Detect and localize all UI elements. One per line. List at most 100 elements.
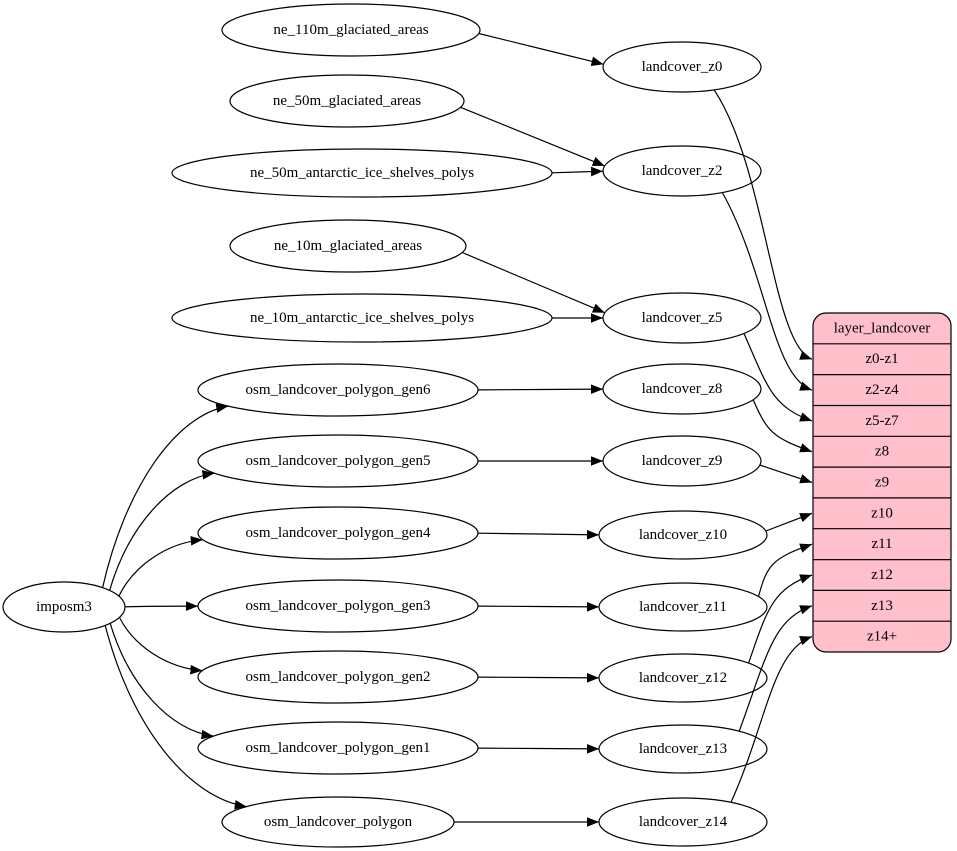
node-osm_landcover_polygon_gen1: osm_landcover_polygon_gen1 <box>197 721 479 775</box>
node-osm_landcover_polygon_gen6: osm_landcover_polygon_gen6 <box>197 363 479 417</box>
node-label-landcover_z10: landcover_z10 <box>639 527 727 543</box>
node-label-landcover_z8: landcover_z8 <box>642 381 723 397</box>
node-ne_10m_antarctic_ice_shelves_polys: ne_10m_antarctic_ice_shelves_polys <box>171 293 553 343</box>
table-title: layer_landcover <box>834 320 931 336</box>
edge-landcover_z10-to-z10 <box>765 512 813 532</box>
node-osm_landcover_polygon_gen5: osm_landcover_polygon_gen5 <box>197 434 479 488</box>
table-row-z11: z11 <box>871 536 892 552</box>
nodes-layer: imposm3 ne_110m_glaciated_areas ne_50m_gla… <box>2 3 768 848</box>
node-landcover_z5: landcover_z5 <box>602 292 762 344</box>
node-ellipse <box>197 506 479 560</box>
node-landcover_z2: landcover_z2 <box>602 145 762 197</box>
node-ellipse <box>602 145 762 197</box>
edge-osm_landcover_polygon_gen3-to-landcover_z11 <box>477 602 600 612</box>
edge-landcover_z14-to-z14+ <box>730 636 813 803</box>
edge-imposm3-to-osm_landcover_polygon_gen4 <box>118 535 203 597</box>
edge-ne_50m_antarctic_ice_shelves_polys-to-landcover_z2 <box>551 166 604 177</box>
edge-ne_10m_glaciated_areas-to-landcover_z5 <box>461 251 606 314</box>
node-ne_110m_glaciated_areas: ne_110m_glaciated_areas <box>221 3 481 57</box>
node-landcover_z0: landcover_z0 <box>602 41 762 93</box>
node-label-osm_landcover_polygon_gen2: osm_landcover_polygon_gen2 <box>246 669 431 685</box>
node-ellipse <box>197 363 479 417</box>
edge-osm_landcover_polygon_gen6-to-landcover_z8 <box>477 384 604 394</box>
node-ellipse <box>598 724 768 774</box>
node-label-landcover_z0: landcover_z0 <box>642 59 723 75</box>
table-row-z2-z4: z2-z4 <box>865 382 899 398</box>
edge-imposm3-to-osm_landcover_polygon_gen3 <box>124 601 199 611</box>
node-label-landcover_z9: landcover_z9 <box>642 453 723 469</box>
node-label-ne_50m_glaciated_areas: ne_50m_glaciated_areas <box>273 93 421 109</box>
node-ellipse <box>598 510 768 560</box>
node-ellipse <box>598 653 768 703</box>
node-osm_landcover_polygon_gen2: osm_landcover_polygon_gen2 <box>197 650 479 704</box>
edge-osm_landcover_polygon_gen1-to-landcover_z13 <box>477 744 600 754</box>
node-label-osm_landcover_polygon: osm_landcover_polygon <box>264 814 413 830</box>
node-landcover_z12: landcover_z12 <box>598 653 768 703</box>
node-ne_50m_antarctic_ice_shelves_polys: ne_50m_antarctic_ice_shelves_polys <box>171 148 553 198</box>
node-label-landcover_z5: landcover_z5 <box>642 310 723 326</box>
node-label-osm_landcover_polygon_gen4: osm_landcover_polygon_gen4 <box>246 525 431 541</box>
edge-ne_50m_glaciated_areas-to-landcover_z2 <box>460 106 605 167</box>
edge-imposm3-to-osm_landcover_polygon <box>104 625 247 810</box>
node-label-imposm3: imposm3 <box>36 599 92 615</box>
table-row-z5-z7: z5-z7 <box>865 413 899 429</box>
node-label-ne_50m_antarctic_ice_shelves_polys: ne_50m_antarctic_ice_shelves_polys <box>250 165 474 181</box>
table-layer_landcover: layer_landcoverz0-z1z2-z4z5-z7z8z9z10z11… <box>812 312 952 653</box>
node-ellipse <box>197 721 479 775</box>
node-landcover_z14: landcover_z14 <box>598 797 768 847</box>
node-label-ne_10m_glaciated_areas: ne_10m_glaciated_areas <box>274 238 422 254</box>
edge-landcover_z5-to-z5-z7 <box>743 333 813 422</box>
edge-osm_landcover_polygon_gen4-to-landcover_z10 <box>477 529 600 540</box>
edge-imposm3-to-osm_landcover_polygon_gen5 <box>109 470 215 591</box>
node-landcover_z9: landcover_z9 <box>602 435 762 487</box>
node-label-osm_landcover_polygon_gen5: osm_landcover_polygon_gen5 <box>246 453 431 469</box>
node-ellipse <box>602 363 762 415</box>
edges-layer <box>102 32 813 827</box>
node-label-osm_landcover_polygon_gen6: osm_landcover_polygon_gen6 <box>246 382 431 398</box>
node-landcover_z11: landcover_z11 <box>598 582 768 632</box>
edge-landcover_z11-to-z11 <box>757 543 813 597</box>
edge-landcover_z13-to-z13 <box>738 605 813 732</box>
edge-ne_110m_glaciated_areas-to-landcover_z0 <box>478 32 604 67</box>
table-row-z14+: z14+ <box>867 629 897 645</box>
edge-landcover_z2-to-z2-z4 <box>721 192 813 391</box>
node-ellipse <box>197 650 479 704</box>
table-row-z12: z12 <box>871 567 893 583</box>
node-landcover_z10: landcover_z10 <box>598 510 768 560</box>
node-label-ne_110m_glaciated_areas: ne_110m_glaciated_areas <box>273 22 428 38</box>
edge-landcover_z12-to-z12 <box>748 574 813 664</box>
node-osm_landcover_polygon_gen4: osm_landcover_polygon_gen4 <box>197 506 479 560</box>
node-landcover_z8: landcover_z8 <box>602 363 762 415</box>
node-ellipse <box>602 41 762 93</box>
table-row-z8: z8 <box>875 444 889 460</box>
node-ellipse <box>2 581 126 633</box>
node-ne_10m_glaciated_areas: ne_10m_glaciated_areas <box>229 219 467 273</box>
node-ellipse <box>221 3 481 57</box>
node-ellipse <box>171 148 553 198</box>
node-ellipse <box>229 219 467 273</box>
node-label-osm_landcover_polygon_gen1: osm_landcover_polygon_gen1 <box>246 740 431 756</box>
edge-landcover_z8-to-z8 <box>752 399 813 453</box>
edge-landcover_z0-to-z0-z1 <box>713 89 813 360</box>
node-label-landcover_z11: landcover_z11 <box>639 599 727 615</box>
node-label-landcover_z13: landcover_z13 <box>639 741 727 757</box>
node-landcover_z13: landcover_z13 <box>598 724 768 774</box>
node-imposm3: imposm3 <box>2 581 126 633</box>
table-row-z13: z13 <box>871 598 893 614</box>
node-label-landcover_z14: landcover_z14 <box>639 814 728 830</box>
node-osm_landcover_polygon_gen3: osm_landcover_polygon_gen3 <box>197 579 479 633</box>
table-row-z10: z10 <box>871 505 893 521</box>
edge-imposm3-to-osm_landcover_polygon_gen2 <box>118 617 203 675</box>
node-ellipse <box>229 74 465 128</box>
table-body <box>812 312 952 653</box>
node-ne_50m_glaciated_areas: ne_50m_glaciated_areas <box>229 74 465 128</box>
edge-landcover_z9-to-z9 <box>759 464 813 484</box>
edge-imposm3-to-osm_landcover_polygon_gen1 <box>109 623 214 740</box>
table-row-z9: z9 <box>875 475 889 491</box>
node-label-ne_10m_antarctic_ice_shelves_polys: ne_10m_antarctic_ice_shelves_polys <box>250 310 474 326</box>
edge-imposm3-to-osm_landcover_polygon_gen6 <box>102 403 229 588</box>
node-label-landcover_z2: landcover_z2 <box>642 163 723 179</box>
node-osm_landcover_polygon: osm_landcover_polygon <box>221 796 455 848</box>
